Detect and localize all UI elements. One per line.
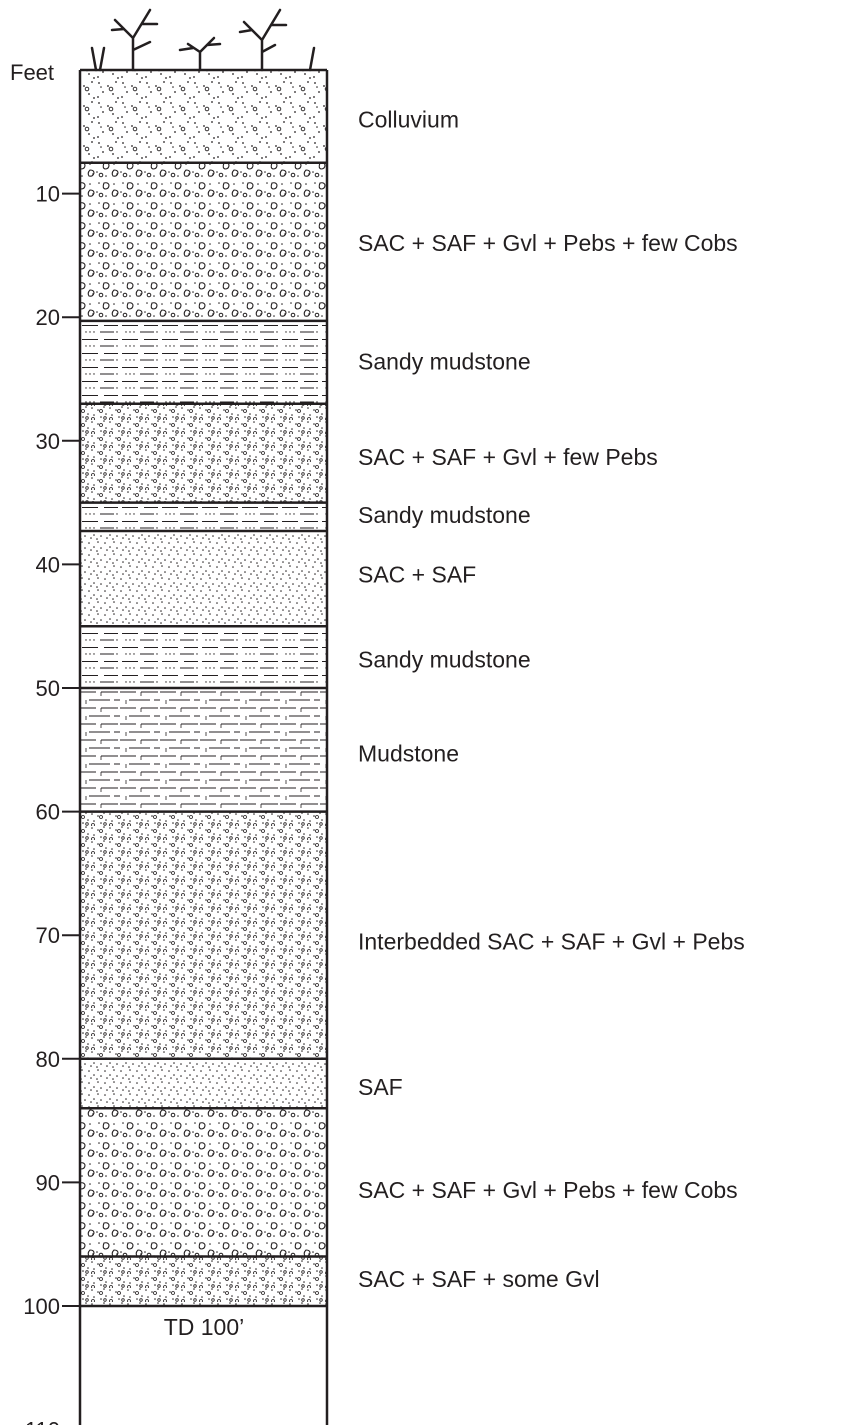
- layer-9-sand-gravel: [80, 811, 327, 1059]
- layer-11-pebbles: [80, 1108, 327, 1257]
- depth-tick-label: 70: [36, 923, 60, 948]
- layer-1-sand-gravel-sparse: [80, 70, 327, 163]
- depth-tick-label: 60: [36, 800, 60, 825]
- layer-label: Interbedded SAC + SAF + Gvl + Pebs: [358, 928, 745, 954]
- layer-12-sand-gravel: [80, 1256, 327, 1306]
- layer-label: Sandy mudstone: [358, 647, 531, 673]
- layer-label: Mudstone: [358, 741, 459, 767]
- layer-label: Sandy mudstone: [358, 502, 531, 528]
- layer-label: SAC + SAF + some Gvl: [358, 1266, 600, 1292]
- layer-label: SAC + SAF + Gvl + few Pebs: [358, 444, 658, 470]
- layer-8-mudstone: [80, 688, 327, 812]
- depth-tick-label: 20: [36, 305, 60, 330]
- depth-tick-label: 80: [36, 1047, 60, 1072]
- total-depth-label: TD 100’: [164, 1314, 245, 1340]
- depth-tick-label: 100: [23, 1294, 60, 1319]
- layer-7-sandy-mudstone: [80, 626, 327, 688]
- depth-tick-label: 30: [36, 429, 60, 454]
- layer-3-sandy-mudstone: [80, 320, 327, 404]
- depth-tick-label: 40: [36, 552, 60, 577]
- depth-unit-label: Feet: [10, 60, 54, 85]
- layer-label: Sandy mudstone: [358, 349, 531, 375]
- layer-label: SAC + SAF + Gvl + Pebs + few Cobs: [358, 230, 738, 256]
- layer-label: SAC + SAF + Gvl + Pebs + few Cobs: [358, 1177, 738, 1203]
- layer-label: SAF: [358, 1074, 403, 1100]
- layer-4-sand-gravel: [80, 403, 327, 503]
- depth-tick-label: 10: [36, 182, 60, 207]
- layer-10-sand: [80, 1058, 327, 1109]
- depth-tick-label: 50: [36, 676, 60, 701]
- depth-tick-label: 110: [25, 1418, 60, 1425]
- layer-6-sand: [80, 531, 327, 627]
- layer-label: SAC + SAF: [358, 561, 476, 587]
- vegetation-symbol: [90, 8, 316, 72]
- layer-2-pebbles: [80, 162, 327, 321]
- layer-label: Colluvium: [358, 106, 459, 132]
- layer-5-sandy-mudstone: [80, 502, 327, 532]
- depth-tick-label: 90: [36, 1170, 60, 1195]
